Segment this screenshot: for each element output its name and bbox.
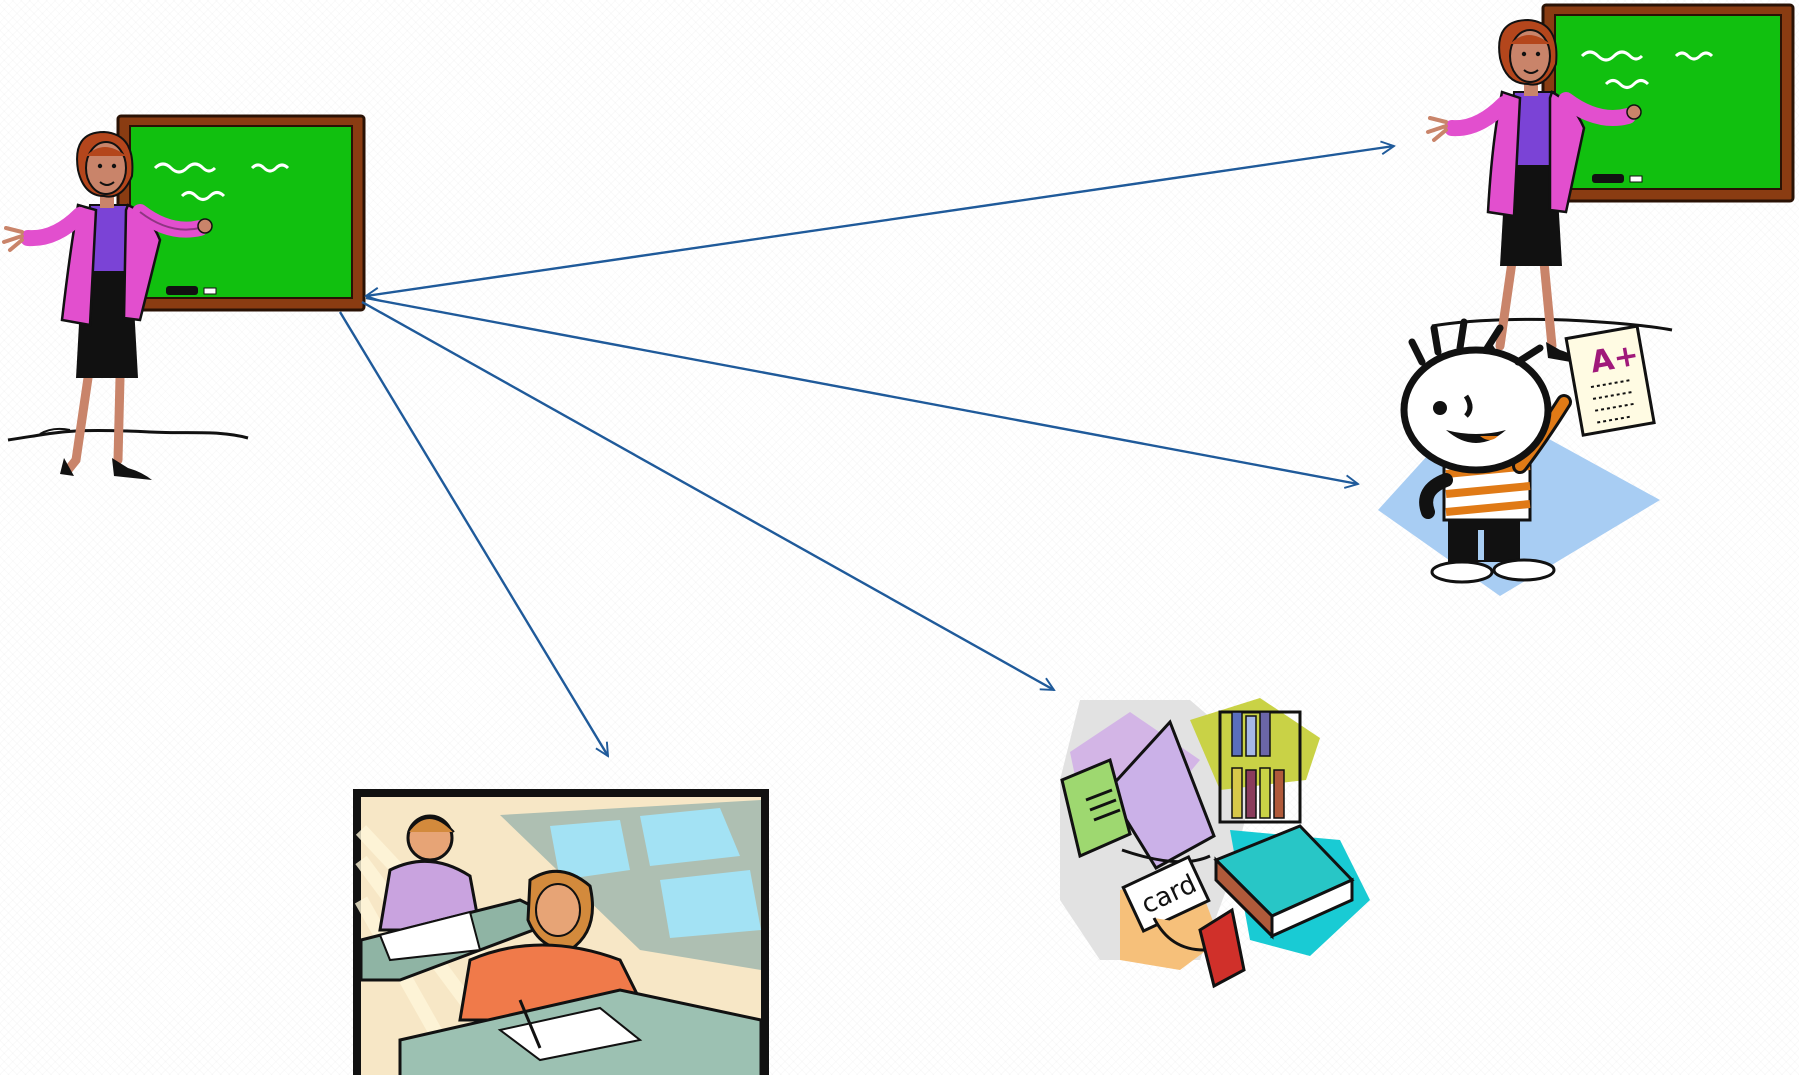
student-grade-icon: A+ (1378, 318, 1660, 596)
arrow-to-student (365, 296, 1358, 484)
connector-arrows (338, 146, 1394, 756)
chalkboard-icon (1541, 3, 1795, 203)
arrow-to-resources (361, 300, 1054, 690)
teacher-right-icon (1426, 3, 1795, 364)
teacher-left-icon (2, 114, 366, 480)
grade-label: A+ (1588, 338, 1642, 381)
arrow-to-teacher (366, 146, 1394, 296)
library-resources-icon: card (1060, 698, 1370, 989)
arrow-to-exam (338, 311, 608, 756)
exam-picture-icon (353, 789, 769, 1075)
